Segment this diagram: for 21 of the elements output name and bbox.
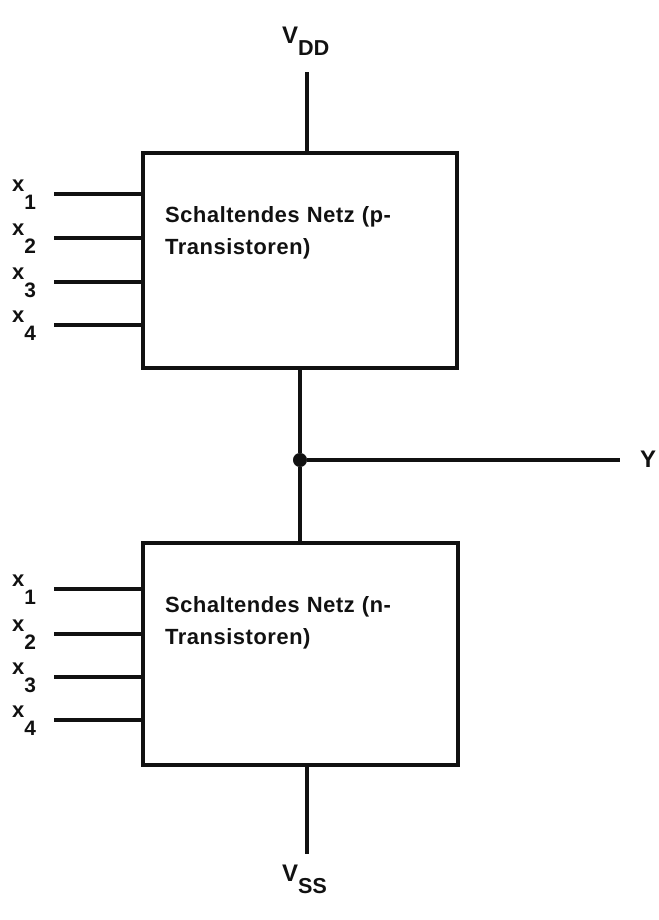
wire	[54, 718, 141, 722]
terminal-label: V$_{DD}$	[282, 22, 332, 66]
wire	[54, 192, 141, 196]
switching-network-box	[141, 151, 459, 370]
wire	[54, 236, 141, 240]
wire	[54, 587, 141, 591]
wire	[298, 370, 302, 453]
network-label: Schaltendes Netz (n-Transistoren)	[165, 591, 392, 651]
terminal-label: V$_{SS}$	[282, 860, 332, 904]
terminal-label: Y	[640, 446, 658, 474]
wire	[305, 72, 309, 151]
network-label: Schaltendes Netz (p-Transistoren)	[165, 201, 392, 261]
wire	[298, 467, 302, 541]
wire	[54, 280, 141, 284]
wire	[307, 458, 620, 462]
wire	[54, 675, 141, 679]
wire	[54, 632, 141, 636]
switching-network-box	[141, 541, 460, 767]
wire	[54, 323, 141, 327]
junction-dot	[293, 453, 307, 467]
wire	[305, 767, 309, 854]
